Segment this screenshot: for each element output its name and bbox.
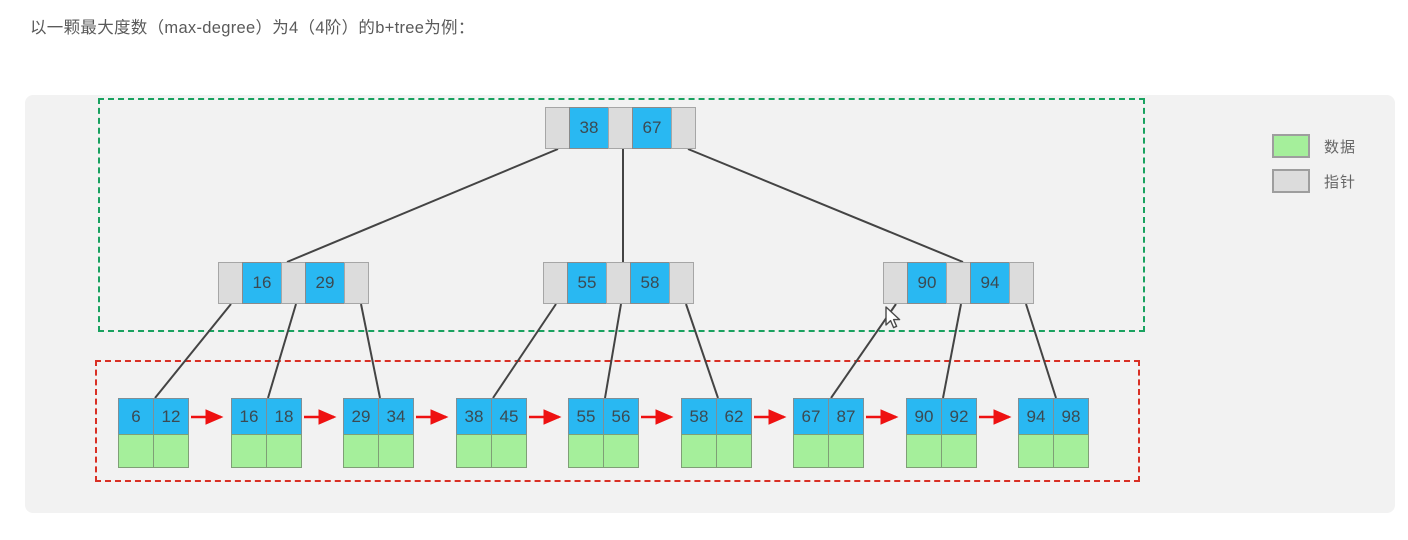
pointer-cell: [545, 107, 570, 149]
key-cell: 90: [907, 262, 947, 304]
data-cell: [603, 434, 639, 468]
key-cell: 29: [305, 262, 345, 304]
key-cell: 56: [603, 398, 639, 435]
tree-leaf-9[interactable]: 94 98: [1018, 398, 1091, 468]
page-caption: 以一颗最大度数（max-degree）为4（4阶）的b+tree为例：: [30, 19, 475, 37]
key-cell: 29: [343, 398, 379, 435]
pointer-cell: [344, 262, 369, 304]
data-cell: [118, 434, 154, 468]
key-cell: 67: [632, 107, 672, 149]
key-cell: 55: [568, 398, 604, 435]
legend-swatch-data: [1272, 134, 1310, 158]
legend-label-pointer: 指针: [1324, 173, 1357, 191]
key-cell: 62: [716, 398, 752, 435]
legend: 数据 指针: [1272, 134, 1356, 204]
data-cell: [343, 434, 379, 468]
legend-item-pointer: 指针: [1272, 169, 1356, 193]
key-cell: 90: [906, 398, 942, 435]
tree-leaf-4[interactable]: 38 45: [456, 398, 529, 468]
pointer-cell: [608, 107, 633, 149]
key-cell: 87: [828, 398, 864, 435]
data-cell: [716, 434, 752, 468]
data-cell: [456, 434, 492, 468]
key-cell: 12: [153, 398, 189, 435]
data-cell: [828, 434, 864, 468]
data-cell: [231, 434, 267, 468]
key-cell: 38: [569, 107, 609, 149]
pointer-cell: [281, 262, 306, 304]
data-cell: [378, 434, 414, 468]
key-cell: 58: [630, 262, 670, 304]
key-cell: 38: [456, 398, 492, 435]
key-cell: 58: [681, 398, 717, 435]
data-cell: [906, 434, 942, 468]
legend-swatch-pointer: [1272, 169, 1310, 193]
tree-leaf-6[interactable]: 58 62: [681, 398, 754, 468]
tree-node-internal-3[interactable]: 90 94: [883, 262, 1034, 304]
legend-item-data: 数据: [1272, 134, 1356, 158]
data-cell: [568, 434, 604, 468]
data-cell: [681, 434, 717, 468]
key-cell: 16: [242, 262, 282, 304]
data-cell: [941, 434, 977, 468]
tree-node-internal-1[interactable]: 16 29: [218, 262, 369, 304]
tree-leaf-5[interactable]: 55 56: [568, 398, 641, 468]
pointer-cell: [669, 262, 694, 304]
key-cell: 45: [491, 398, 527, 435]
key-cell: 98: [1053, 398, 1089, 435]
legend-label-data: 数据: [1324, 138, 1357, 156]
key-cell: 34: [378, 398, 414, 435]
pointer-cell: [946, 262, 971, 304]
pointer-cell: [883, 262, 908, 304]
tree-leaf-8[interactable]: 90 92: [906, 398, 979, 468]
key-cell: 94: [970, 262, 1010, 304]
data-cell: [266, 434, 302, 468]
diagram-panel: 38 67 16 29 55 58 90 94: [25, 95, 1395, 513]
key-cell: 55: [567, 262, 607, 304]
data-cell: [1018, 434, 1054, 468]
key-cell: 18: [266, 398, 302, 435]
key-cell: 92: [941, 398, 977, 435]
mouse-cursor-icon: [885, 306, 901, 329]
tree-node-root[interactable]: 38 67: [545, 107, 696, 149]
tree-leaf-1[interactable]: 6 12: [118, 398, 191, 468]
data-cell: [1053, 434, 1089, 468]
tree-node-internal-2[interactable]: 55 58: [543, 262, 694, 304]
key-cell: 16: [231, 398, 267, 435]
tree-leaf-7[interactable]: 67 87: [793, 398, 866, 468]
tree-leaf-3[interactable]: 29 34: [343, 398, 416, 468]
pointer-cell: [543, 262, 568, 304]
key-cell: 6: [118, 398, 154, 435]
data-cell: [491, 434, 527, 468]
key-cell: 67: [793, 398, 829, 435]
pointer-cell: [218, 262, 243, 304]
key-cell: 94: [1018, 398, 1054, 435]
pointer-cell: [606, 262, 631, 304]
pointer-cell: [1009, 262, 1034, 304]
tree-leaf-2[interactable]: 16 18: [231, 398, 304, 468]
data-cell: [793, 434, 829, 468]
data-cell: [153, 434, 189, 468]
pointer-cell: [671, 107, 696, 149]
